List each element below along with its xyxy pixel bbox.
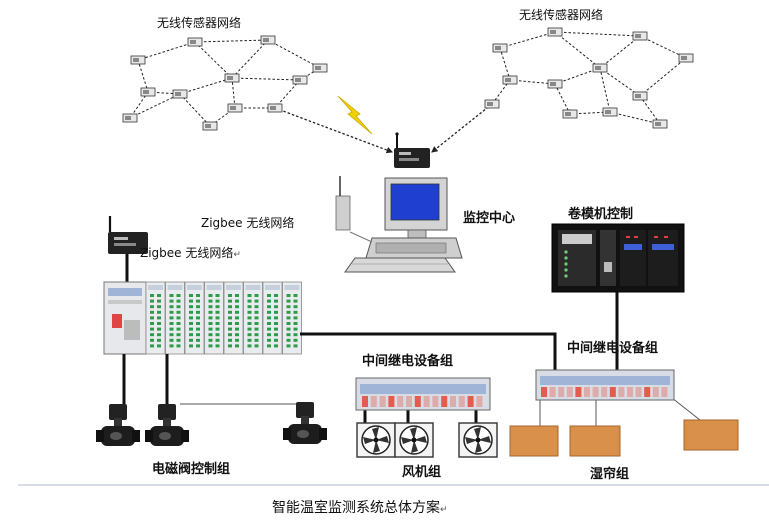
sensor-mesh-left: [129, 37, 394, 154]
solenoid-valve-3: [283, 402, 327, 444]
lightning-icon: [337, 95, 373, 135]
wet-curtain-1: [509, 425, 559, 457]
coordinator-radio: [393, 131, 431, 169]
label-valve-group: 电磁阀控制组: [152, 462, 231, 477]
label-relay-group-1: 中间继电设备组: [362, 354, 454, 369]
solenoid-valve-1: [96, 404, 140, 446]
fan-3: [458, 422, 498, 458]
thin-wiring: [180, 397, 701, 428]
label-zigbee-side-text: Zigbee 无线网络: [140, 246, 234, 260]
return-mark-caption: ↵: [440, 505, 448, 515]
fan-1: [356, 422, 396, 458]
solenoid-valve-2: [145, 404, 189, 446]
relay-group-1: [355, 377, 491, 411]
label-sensor-net-left: 无线传感器网络: [157, 16, 242, 30]
return-mark: ↵: [233, 250, 241, 260]
figure-caption-text: 智能温室监测系统总体方案: [272, 500, 440, 516]
label-relay-group-2: 中间继电设备组: [567, 341, 659, 356]
label-winch-control: 卷模机控制: [568, 207, 634, 222]
monitor-center-computer: [335, 176, 463, 273]
wet-curtain-2: [569, 425, 621, 457]
label-curtain-group: 湿帘组: [590, 467, 630, 482]
label-sensor-net-right: 无线传感器网络: [519, 8, 604, 22]
relay-group-2: [535, 369, 675, 401]
fan-2: [394, 422, 434, 458]
sensor-mesh-right: [431, 31, 687, 153]
label-fan-group: 风机组: [402, 465, 442, 480]
wet-curtain-3: [683, 419, 739, 451]
winch-control-cabinet: [551, 223, 685, 293]
label-zigbee-side: Zigbee 无线网络↵: [140, 244, 241, 261]
figure-caption: 智能温室监测系统总体方案↵: [272, 497, 448, 517]
label-monitor-center: 监控中心: [463, 211, 516, 226]
zigbee-radio-left: [108, 216, 148, 254]
plc-rack: [103, 281, 302, 355]
label-zigbee-top: Zigbee 无线网络: [201, 216, 295, 230]
wiring: [122, 292, 619, 424]
